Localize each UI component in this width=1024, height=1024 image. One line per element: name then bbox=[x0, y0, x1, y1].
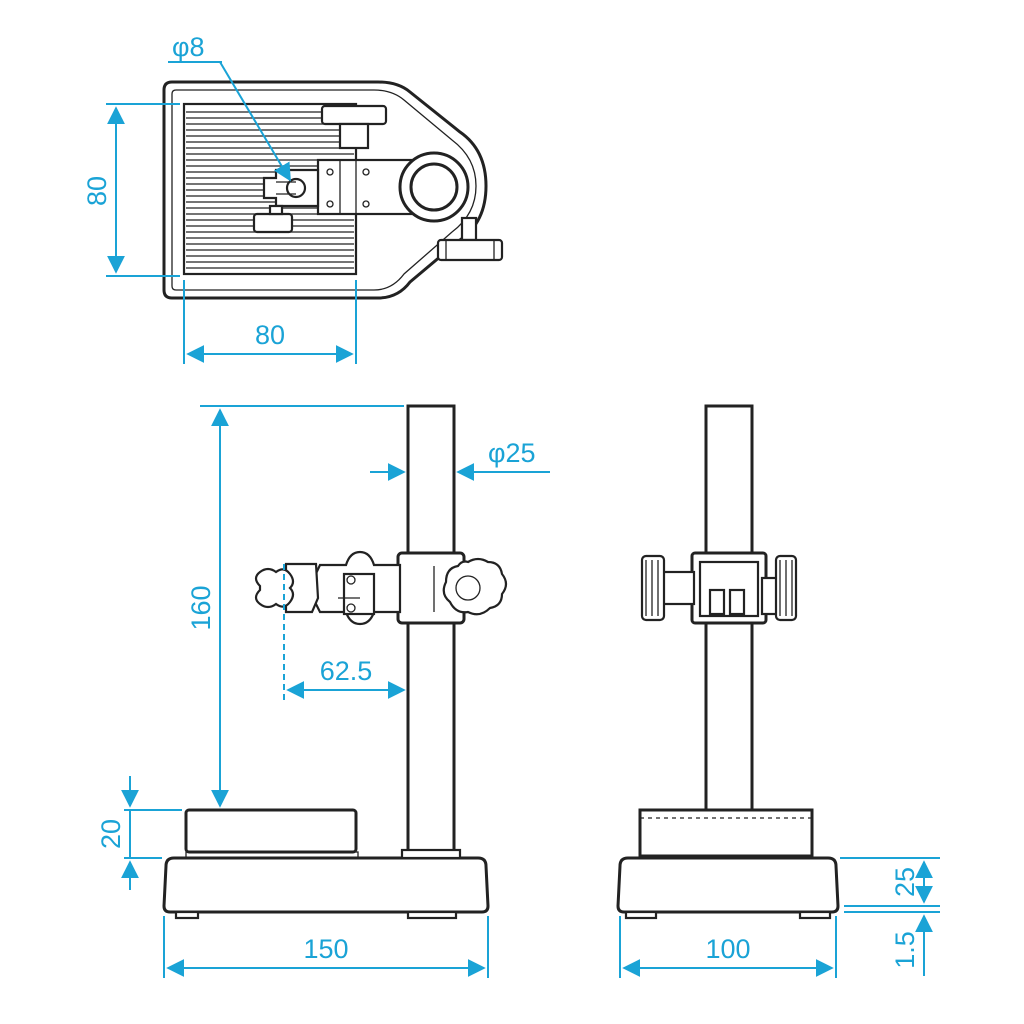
front-view-clamp-knob bbox=[442, 557, 508, 616]
label-base-length: 150 bbox=[303, 934, 348, 964]
front-view-holder-knob bbox=[254, 567, 295, 609]
front-view-base bbox=[162, 856, 490, 914]
side-view bbox=[616, 404, 840, 920]
side-view-left-knob bbox=[640, 554, 666, 622]
label-base-height: 25 bbox=[890, 867, 920, 897]
label-column-height: 160 bbox=[186, 585, 216, 630]
top-view bbox=[162, 80, 504, 300]
label-anvil-thickness: 20 bbox=[96, 819, 126, 849]
top-view-holder-knob bbox=[252, 212, 294, 234]
label-top-view-hole: φ8 bbox=[172, 32, 205, 62]
top-view-hole bbox=[285, 177, 307, 199]
side-view-dimensions: 100 25 1.5 bbox=[619, 857, 940, 978]
label-column-diameter: φ25 bbox=[488, 438, 536, 468]
front-view-anvil bbox=[184, 808, 358, 854]
side-view-base bbox=[616, 856, 840, 914]
top-view-upper-knob bbox=[320, 104, 388, 126]
label-base-foot: 1.5 bbox=[890, 931, 920, 969]
top-view-clamp-knob bbox=[436, 238, 504, 262]
side-view-anvil bbox=[638, 808, 814, 858]
top-view-dimensions: 80 80 φ8 bbox=[82, 32, 357, 364]
label-top-view-depth: 80 bbox=[82, 176, 112, 206]
top-view-column bbox=[409, 162, 459, 212]
front-view bbox=[162, 404, 508, 920]
label-arm-reach: 62.5 bbox=[320, 656, 373, 686]
label-base-width: 100 bbox=[705, 934, 750, 964]
front-view-column bbox=[406, 404, 456, 858]
label-top-view-width: 80 bbox=[255, 320, 285, 350]
front-view-dimensions: 160 φ25 62.5 20 150 bbox=[96, 405, 550, 978]
